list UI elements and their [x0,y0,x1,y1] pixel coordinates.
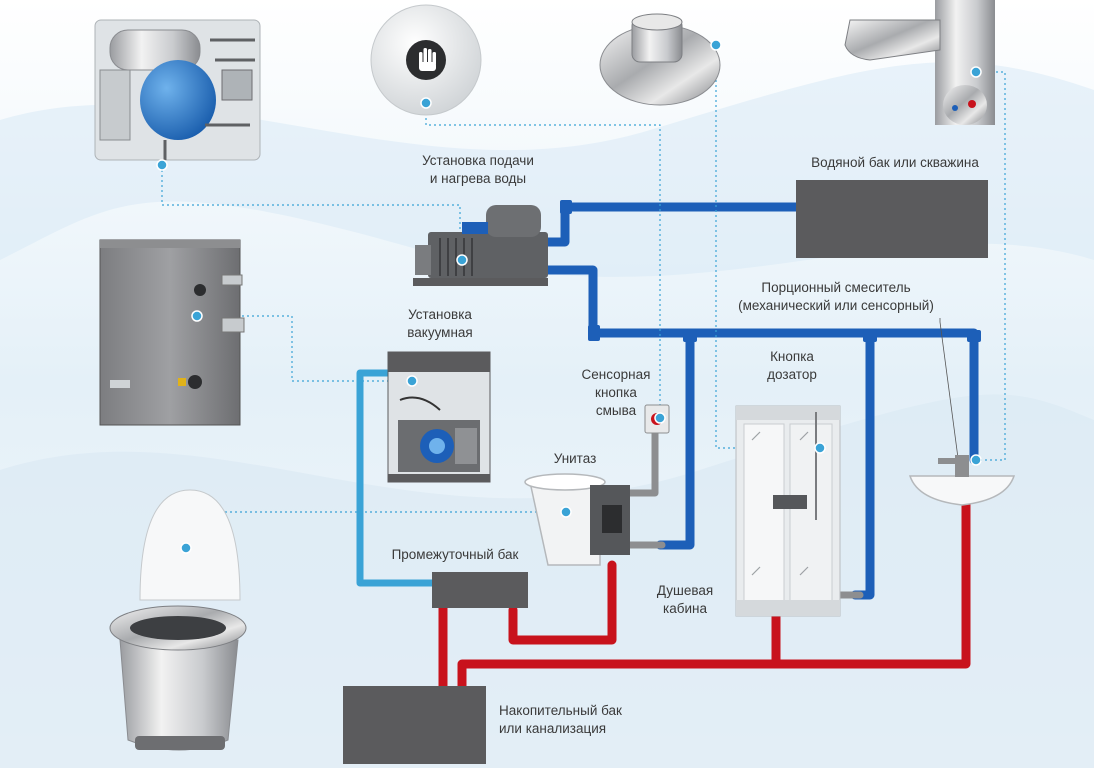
chrome-faucet-photo [844,0,995,125]
label-vacuum-unit: Установка вакуумная [407,307,473,340]
pipe-joint [560,200,572,214]
water-heater-unit-photo [94,19,261,161]
pipe-joint [967,330,981,342]
steel-toilet-photo [109,489,247,751]
callout-dot[interactable] [406,375,418,387]
callout-heater [161,165,461,258]
pipe-toilet-to-sensor [626,421,659,497]
pipe-main-drain [457,495,971,691]
callout-dot[interactable] [560,506,572,518]
pipe-joint [588,325,600,341]
callout-dot[interactable] [456,254,468,266]
label-intermediate-tank: Промежуточный бак [391,547,519,562]
callout-dots [156,39,982,554]
vacuum-unit [387,351,491,483]
hand-icon [419,48,436,71]
callout-dot[interactable] [970,66,982,78]
callout-dot[interactable] [654,412,666,424]
hand-sensor-button-photo [370,4,482,116]
storage-tank [343,686,486,764]
label-shower-cabin: Душевая кабина [656,583,714,616]
callout-dot[interactable] [814,442,826,454]
callout-dot[interactable] [970,454,982,466]
callout-mixer [939,318,959,459]
pipe-joint [863,330,877,342]
callout-dot[interactable] [191,310,203,322]
control-panel-photo [99,239,245,426]
vacuum-toilet [524,473,630,566]
label-dispenser-button: Кнопка дозатор [767,349,817,382]
water-tank [796,180,988,258]
callout-dot[interactable] [180,542,192,554]
callout-dot[interactable] [156,159,168,171]
waste-pipes [438,495,971,691]
label-storage-tank: Накопительный бак или канализация [499,703,622,736]
label-toilet: Унитаз [553,451,597,466]
callout-dot[interactable] [420,97,432,109]
label-sensor-flush: Сенсорная кнопка смыва [581,367,651,418]
vacuum-pipes [356,369,436,587]
callout-faucet [976,71,1006,461]
callout-dot[interactable] [710,39,722,51]
intermediate-tank [432,572,528,608]
pipe-joint [683,330,697,342]
pipe-vacuum-to-intermediate [356,369,436,587]
label-water-supply-heating: Установка подачи и нагрева воды [422,153,534,186]
pipe-tank-to-pump [541,202,801,247]
pipe-toilet-to-intermediate [508,560,617,645]
pipe-joints [560,200,981,342]
pipe-to-toilet [655,328,695,550]
sink [908,455,1016,506]
shower-cabin [735,405,841,617]
chrome-push-button-photo [599,13,721,106]
label-portion-mixer: Порционный смеситель (механический или с… [738,280,934,313]
callout-control-panel [197,315,412,382]
label-water-tank: Водяной бак или скважина [811,155,979,170]
